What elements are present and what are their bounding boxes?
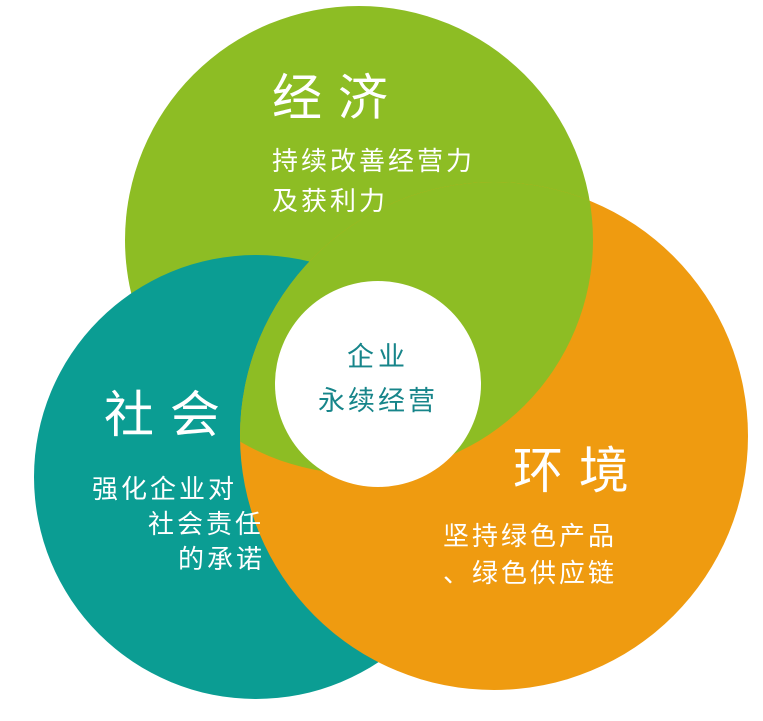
environment-line-1: 坚持绿色产品 — [443, 522, 617, 552]
economy-title: 经 济 — [272, 69, 388, 127]
economy-line-2: 及获利力 — [272, 187, 388, 217]
environment-line-2: 、绿色供应链 — [443, 559, 617, 589]
center-circle — [275, 281, 481, 487]
society-line-2: 社会责任 — [148, 510, 264, 540]
environment-title: 环 境 — [513, 442, 629, 500]
center-line-1: 企业 — [347, 342, 409, 373]
society-line-3: 的承诺 — [178, 545, 265, 575]
society-title: 社 会 — [104, 386, 220, 444]
economy-line-1: 持续改善经营力 — [272, 147, 475, 177]
center-line-2: 永续经营 — [318, 386, 438, 417]
society-line-1: 强化企业对 — [92, 475, 237, 505]
